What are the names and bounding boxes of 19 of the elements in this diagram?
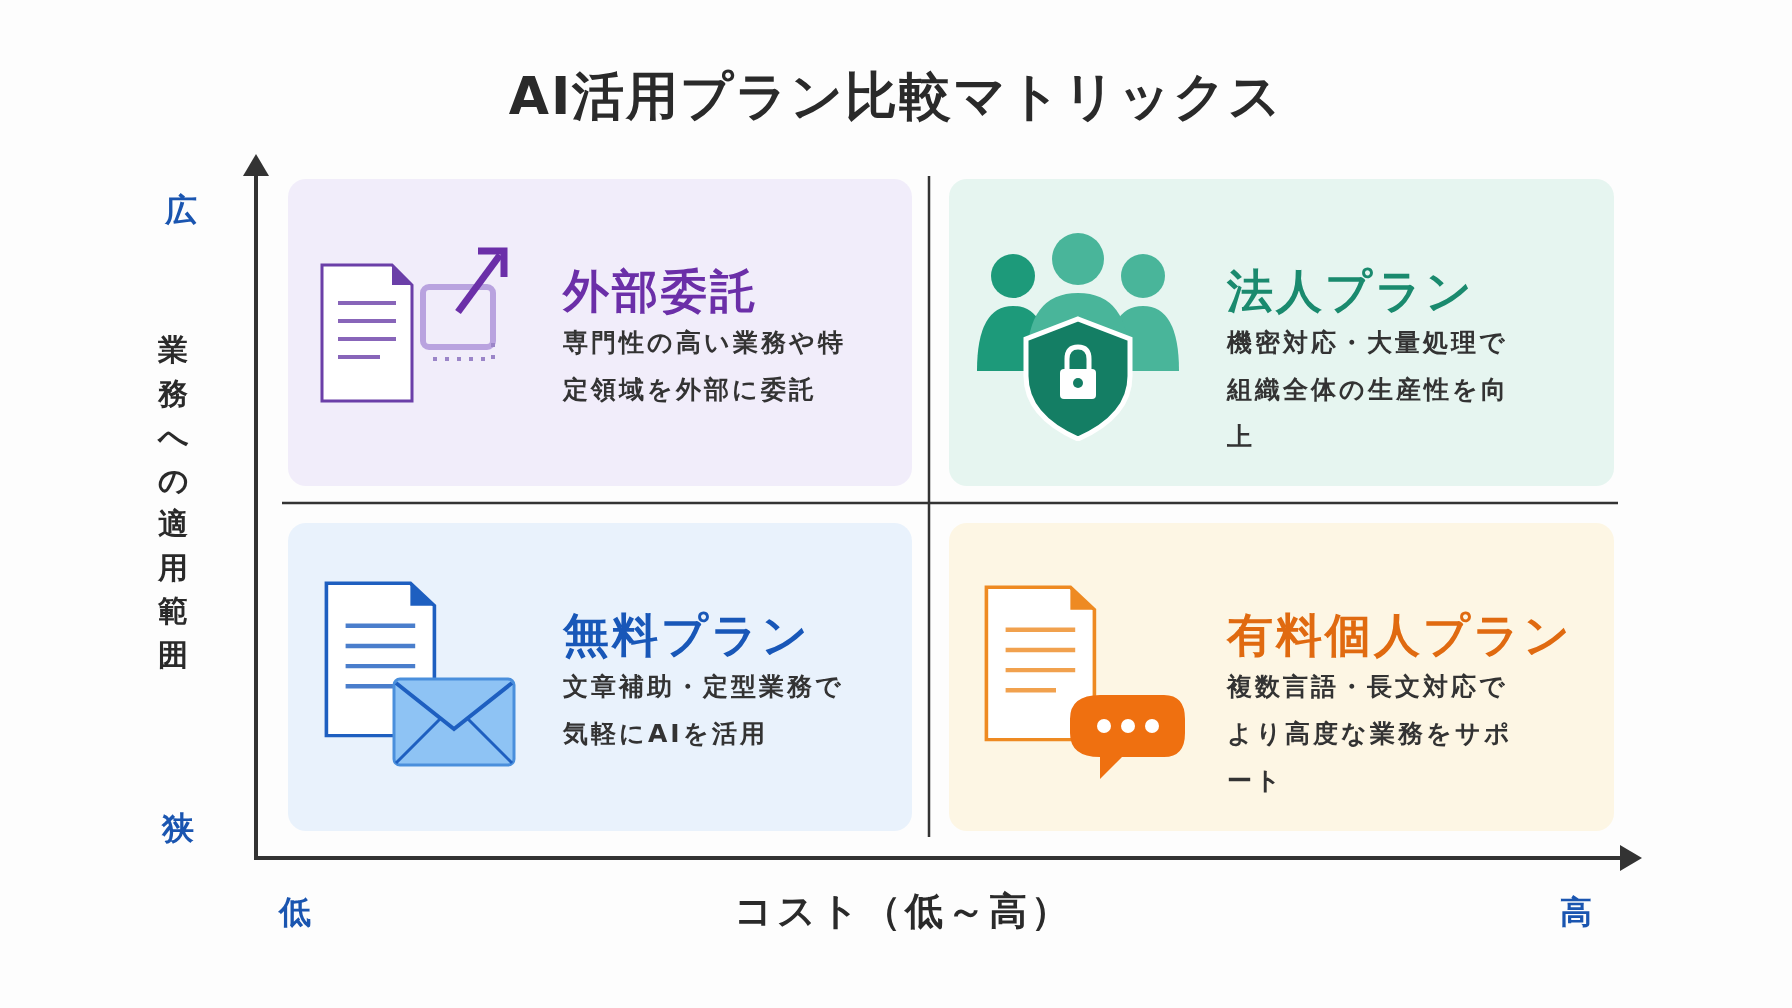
axis-label: 広 (165, 190, 197, 231)
axis-label: 高 (1560, 892, 1592, 933)
quadrant-heading: 法人プラン (1227, 263, 1475, 320)
quadrant-box (949, 179, 1614, 486)
quadrant-description: 複数言語・長文対応でより高度な業務をサポート (1227, 671, 1514, 797)
quadrant-description: 専門性の高い業務や特定領域を外部に委託 (563, 327, 847, 406)
quadrant-description: 文章補助・定型業務で気軽にAIを活用 (563, 671, 845, 750)
quadrant-heading: 外部委託 (563, 263, 759, 320)
quadrant-heading: 無料プラン (563, 607, 811, 664)
axis-title: 業務への適用範囲 (158, 331, 188, 674)
axis-title: コスト（低～高） (733, 887, 1073, 935)
axis-label: 低 (279, 892, 311, 933)
quadrant-description: 機密対応・大量処理で組織全体の生産性を向上 (1227, 327, 1510, 453)
quadrant-box (288, 179, 912, 486)
quadrant-box (949, 523, 1614, 831)
quadrant-box (288, 523, 912, 831)
quadrant-heading: 有料個人プラン (1227, 607, 1573, 664)
axis-label: 狭 (162, 808, 194, 849)
chart-title: AI活用プラン比較マトリックス (508, 65, 1284, 128)
